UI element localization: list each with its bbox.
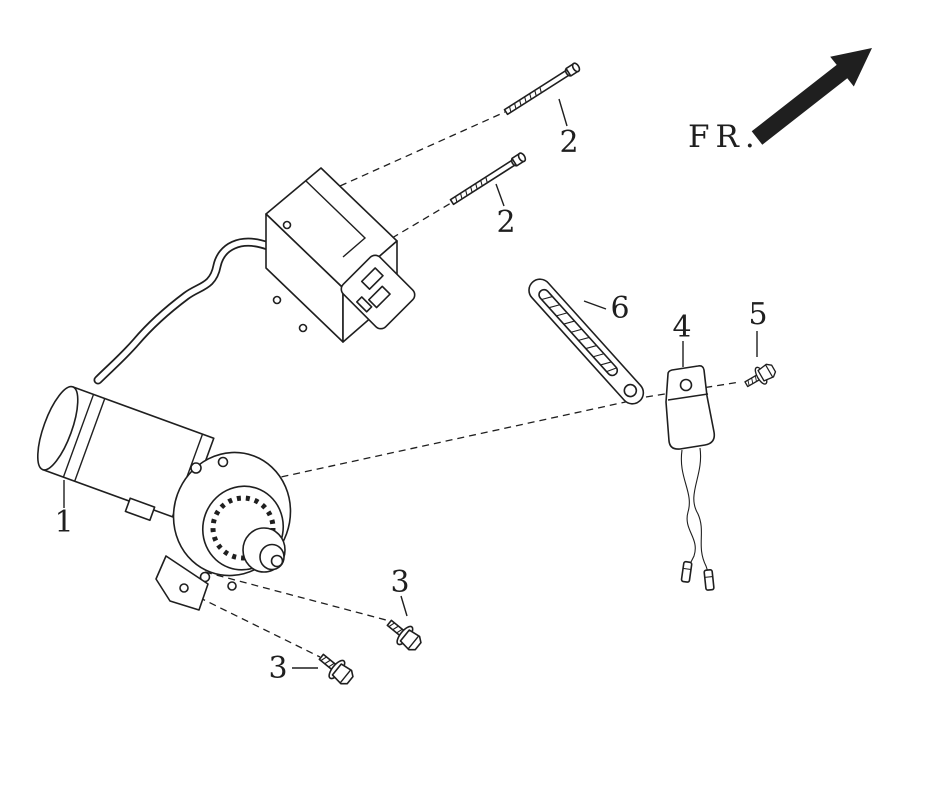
dashed-line-motor-to-strap xyxy=(257,400,631,483)
fr-arrow-icon xyxy=(751,48,872,145)
strap-bracket xyxy=(528,278,645,405)
mounting-bolt-upper xyxy=(503,62,581,116)
part-number-labels: 1 2 2 3 3 4 5 6 xyxy=(54,125,767,686)
dashed-line-motor-to-bolt3-left xyxy=(187,591,321,658)
label-leader-lines xyxy=(63,98,758,669)
motor-gear-housing xyxy=(155,451,292,611)
motor-cylinder xyxy=(36,385,215,522)
sensor-body xyxy=(665,365,716,450)
part-label-1: 1 xyxy=(54,505,73,540)
part-label-4: 4 xyxy=(672,310,691,345)
mounting-bolt-lower xyxy=(449,152,527,206)
motor-cable-inner xyxy=(95,239,271,383)
flange-bolt-3-left xyxy=(318,653,354,685)
fr-direction-label: FR. xyxy=(688,119,761,155)
sensor-unit xyxy=(665,365,716,591)
sensor-wire-2 xyxy=(693,447,709,573)
part-label-3-left: 3 xyxy=(268,651,287,686)
fr-direction-indicator: FR. xyxy=(688,48,872,155)
part-label-2-upper: 2 xyxy=(559,125,578,160)
strap-bolt-hole xyxy=(623,383,638,398)
part-label-6: 6 xyxy=(610,291,629,326)
dashed-line-strap-to-bolt5 xyxy=(645,381,741,398)
sensor-mount-hole xyxy=(679,378,693,392)
flange-bolt-3-right xyxy=(386,619,422,651)
flange-bolt-5 xyxy=(744,363,777,388)
wire-terminal-1 xyxy=(680,560,693,583)
motor-cable xyxy=(93,237,273,385)
part-label-3-right: 3 xyxy=(390,565,409,600)
wire-terminal-2 xyxy=(703,568,715,591)
connector-socket xyxy=(340,254,416,330)
starter-motor-assembly xyxy=(36,167,416,611)
part-label-5: 5 xyxy=(748,297,767,332)
motor-mounting-foot xyxy=(155,555,209,611)
dashed-line-motor-to-bolt3-right xyxy=(204,571,387,621)
assembly-dashed-lines xyxy=(187,111,741,658)
connector-box xyxy=(265,167,416,343)
pinion-gear xyxy=(210,495,276,561)
dashed-line-bolt2-lower xyxy=(391,202,452,239)
part-label-2-lower: 2 xyxy=(496,205,515,240)
sensor-wire-1 xyxy=(680,449,696,565)
dashed-line-bolt2-upper xyxy=(339,111,506,187)
